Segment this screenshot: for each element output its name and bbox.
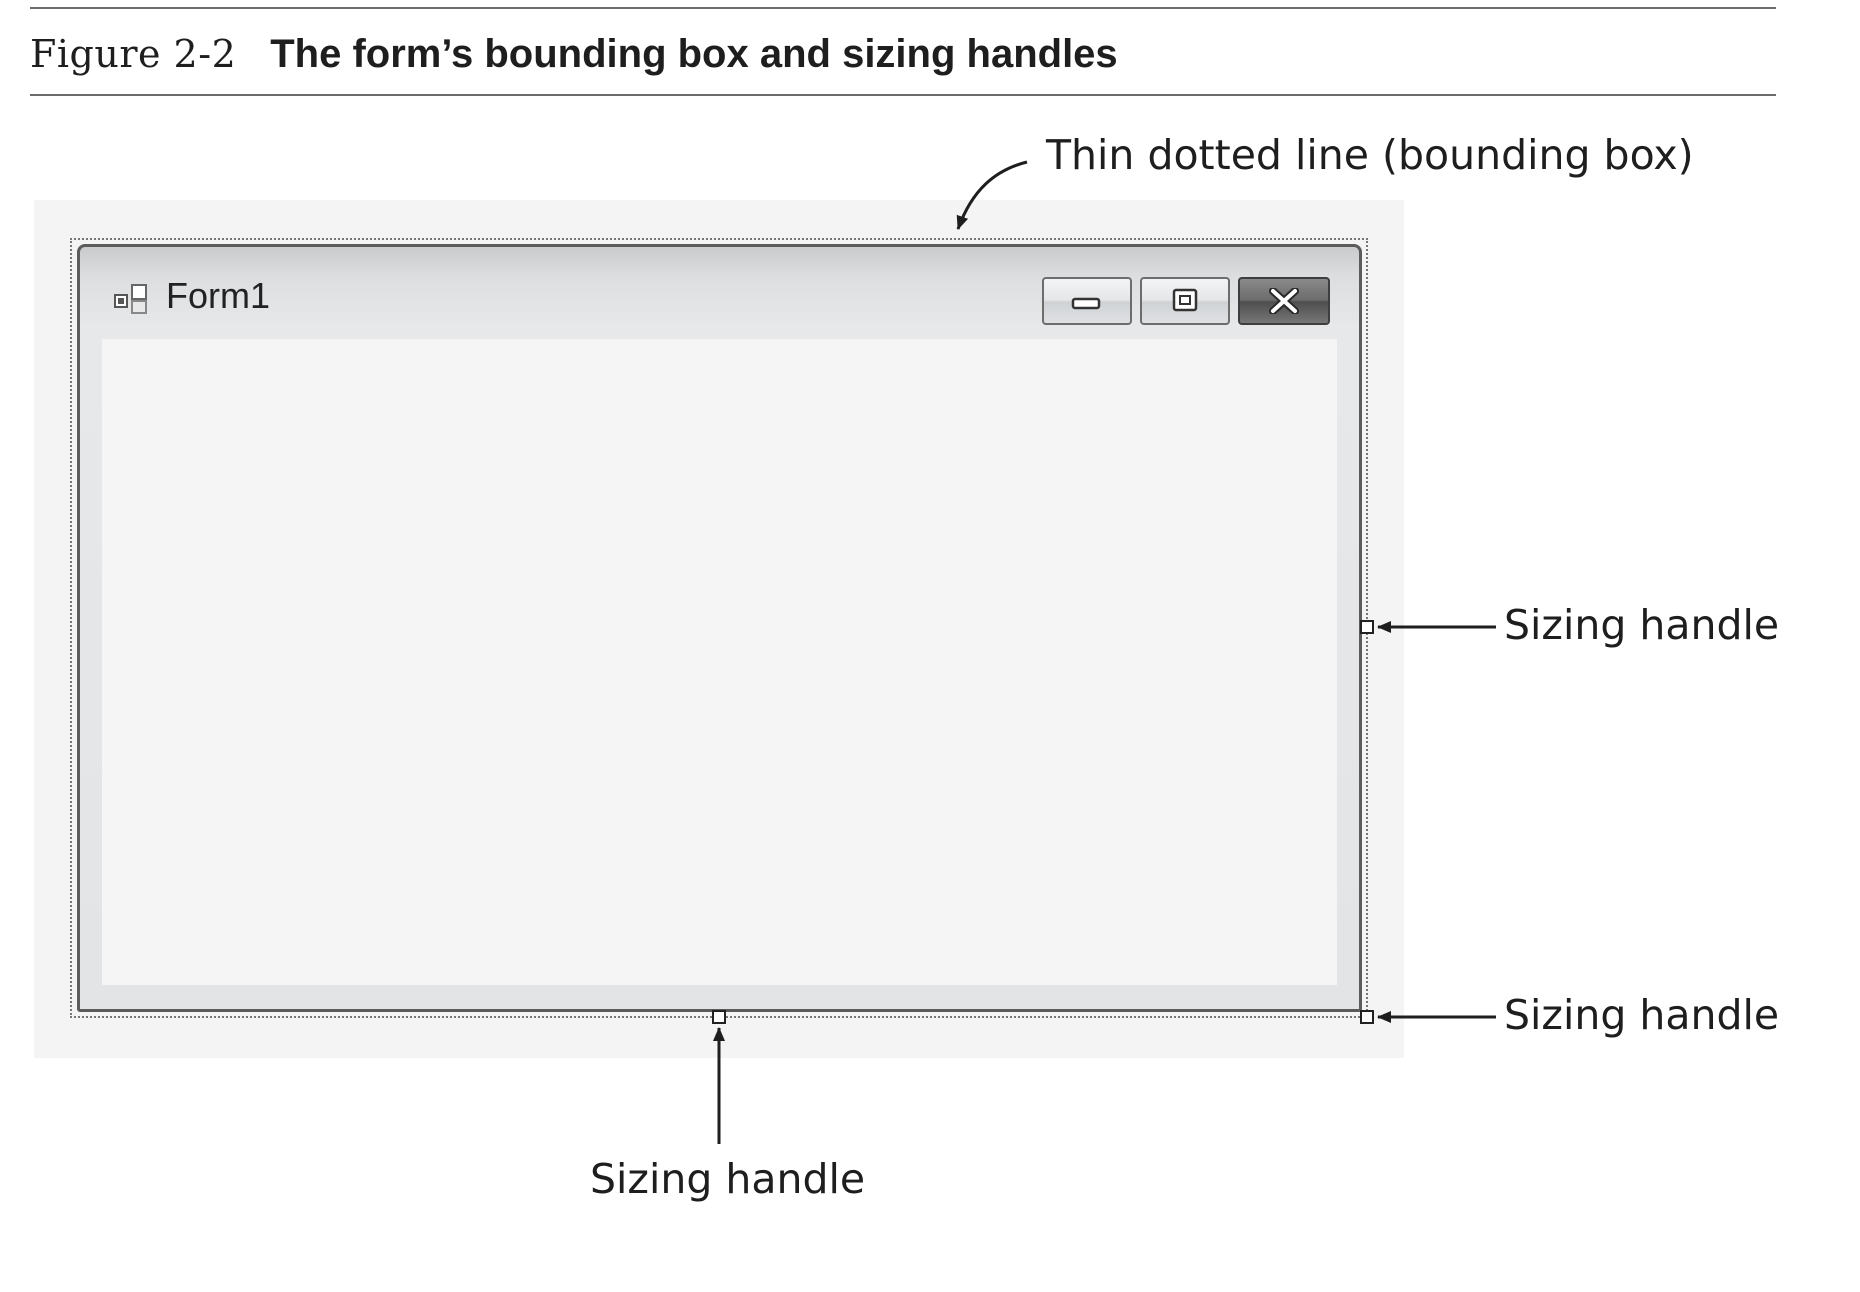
sizing-handle-right[interactable] [1360, 620, 1374, 634]
title-bar[interactable]: Form1 [80, 247, 1359, 337]
maximize-icon [1172, 288, 1198, 312]
figure-title: The form’s bounding box and sizing handl… [270, 32, 1118, 76]
callout-bounding-box: Thin dotted line (bounding box) [1046, 131, 1694, 179]
form-client-area[interactable] [102, 339, 1337, 985]
form-window[interactable]: Form1 [77, 244, 1362, 1012]
top-rule [30, 7, 1776, 9]
caption-rule [30, 94, 1776, 96]
bounding-box-callout-arrow [956, 160, 1028, 230]
callout-sizing-handle-right: Sizing handle [1504, 601, 1780, 649]
figure-number: Figure 2-2 [30, 32, 237, 76]
minimize-icon [1071, 297, 1101, 310]
callout-sizing-handle-bottom: Sizing handle [590, 1155, 866, 1203]
form-app-icon [114, 284, 147, 314]
callout-sizing-handle-corner: Sizing handle [1504, 991, 1780, 1039]
figure-caption: Figure 2-2 The form’s bounding box and si… [30, 30, 1118, 78]
maximize-button[interactable] [1140, 277, 1230, 325]
minimize-button[interactable] [1042, 277, 1132, 325]
close-icon [1269, 288, 1299, 314]
sizing-handle-bottom-right[interactable] [1360, 1010, 1374, 1024]
sizing-handle-bottom[interactable] [712, 1010, 726, 1024]
close-button[interactable] [1238, 277, 1330, 325]
window-title: Form1 [166, 275, 271, 316]
